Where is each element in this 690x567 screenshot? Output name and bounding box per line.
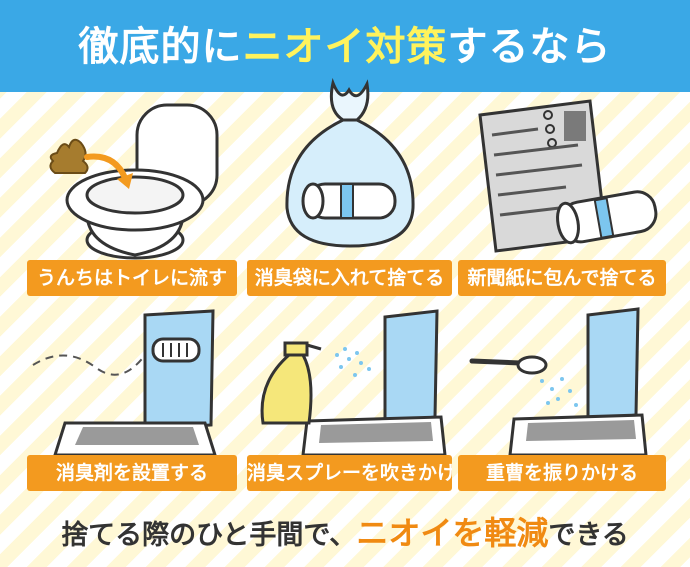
method-deodorizing-bag: 消臭袋に入れて捨てる [245, 78, 455, 296]
newspaper-illustration [478, 99, 658, 253]
bag-illustration [285, 78, 415, 248]
footer-highlight: ニオイを軽減 [356, 514, 549, 552]
page-title: 徹底的にニオイ対策するなら [0, 14, 690, 72]
method-label: 重曹を振りかける [458, 455, 666, 491]
title-suffix: するなら [447, 24, 612, 70]
method-label: 消臭袋に入れて捨てる [247, 260, 452, 296]
method-baking-soda: 重曹を振りかける [458, 305, 668, 491]
method-deodorant-spray: 消臭スプレーを吹きかける [245, 305, 455, 491]
footer-prefix: 捨てる際のひと手間で、 [61, 520, 357, 551]
method-newspaper-wrap: 新聞紙に包んで捨てる [458, 95, 668, 296]
title-prefix: 徹底的に [78, 24, 243, 70]
baking-soda-illustration [469, 307, 648, 455]
method-place-deodorizer: 消臭剤を設置する [25, 305, 240, 491]
method-flush-toilet: うんちはトイレに流す [25, 95, 240, 296]
toilet-illustration [49, 103, 219, 260]
method-label: 新聞紙に包んで捨てる [458, 260, 666, 296]
deodorizer-illustration [32, 309, 217, 455]
method-label: 消臭スプレーを吹きかける [247, 455, 452, 491]
header-wave [0, 74, 690, 89]
title-highlight: ニオイ対策 [242, 24, 448, 70]
spray-illustration [260, 309, 447, 455]
method-label: うんちはトイレに流す [27, 260, 237, 296]
footer-caption: 捨てる際のひと手間で、ニオイを軽減できる [0, 508, 690, 554]
footer-suffix: できる [548, 520, 629, 551]
method-label: 消臭剤を設置する [27, 455, 237, 491]
